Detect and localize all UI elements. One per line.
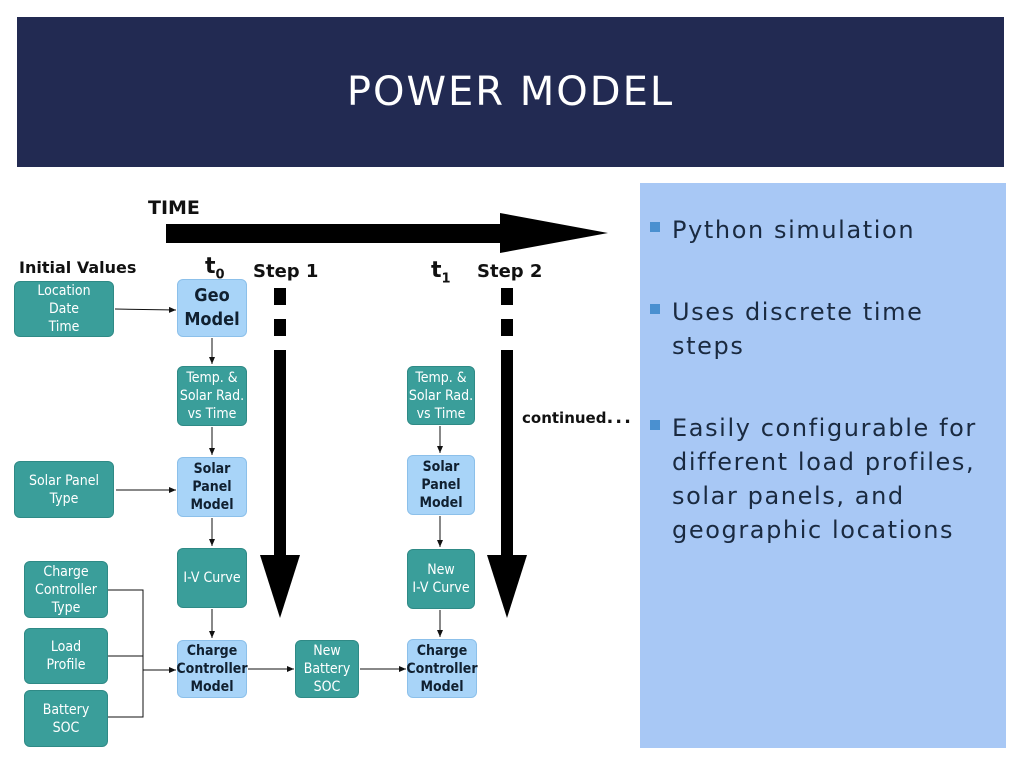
t1-subscript: 1 bbox=[441, 271, 451, 287]
slide-title: POWER MODEL bbox=[346, 69, 675, 115]
step1-label: Step 1 bbox=[253, 261, 319, 282]
square-bullet-icon bbox=[650, 304, 660, 314]
bullet-text: Python simulation bbox=[672, 216, 916, 244]
battery-soc-box: Battery SOC bbox=[24, 690, 108, 747]
continued-dots: ... bbox=[606, 407, 633, 428]
iv-curve-box: I-V Curve bbox=[177, 548, 247, 608]
new-battery-soc-box: New Battery SOC bbox=[295, 640, 359, 698]
square-bullet-icon bbox=[650, 222, 660, 232]
temp-solar-rad-box-2: Temp. & Solar Rad. vs Time bbox=[407, 366, 475, 425]
bullet-item: Uses discrete time steps bbox=[650, 295, 1002, 363]
initial-values-label: Initial Values bbox=[19, 258, 137, 277]
solar-panel-type-box: Solar Panel Type bbox=[14, 461, 114, 518]
bullet-item: Easily configurable for different load p… bbox=[650, 411, 1002, 547]
charge-controller-model-box-2: Charge Controller Model bbox=[406, 639, 478, 698]
step1-arrow bbox=[260, 288, 300, 618]
time-label: TIME bbox=[148, 197, 200, 219]
bullet-text: Uses discrete time steps bbox=[672, 298, 924, 360]
t0-subscript: 0 bbox=[215, 267, 225, 283]
connectors bbox=[108, 306, 443, 718]
charge-controller-model-box-1: Charge Controller Model bbox=[176, 640, 248, 698]
temp-solar-rad-box-1: Temp. & Solar Rad. vs Time bbox=[177, 366, 247, 426]
t0-label: t0 bbox=[205, 254, 225, 282]
bullets-panel: Python simulation Uses discrete time ste… bbox=[640, 183, 1006, 748]
new-iv-curve-box: New I-V Curve bbox=[407, 549, 475, 609]
bullet-item: Python simulation bbox=[650, 213, 1002, 247]
step2-arrow bbox=[487, 288, 527, 618]
load-profile-box: Load Profile bbox=[24, 628, 108, 684]
t1-main: t bbox=[431, 258, 442, 283]
bullet-text: Easily configurable for different load p… bbox=[672, 414, 977, 544]
time-arrow bbox=[166, 213, 608, 253]
title-banner: POWER MODEL bbox=[17, 17, 1004, 167]
solar-panel-model-box-2: Solar Panel Model bbox=[407, 455, 475, 515]
geo-model-box: Geo Model bbox=[177, 279, 247, 337]
step2-label: Step 2 bbox=[477, 261, 543, 282]
continued-label: continued... bbox=[522, 407, 633, 428]
connector-line bbox=[114, 306, 177, 313]
charge-controller-type-box: Charge Controller Type bbox=[24, 561, 108, 618]
connector-line bbox=[108, 589, 144, 718]
t0-main: t bbox=[205, 254, 216, 279]
location-date-time-box: Location Date Time bbox=[14, 281, 114, 337]
continued-text: continued bbox=[522, 409, 607, 427]
square-bullet-icon bbox=[650, 420, 660, 430]
solar-panel-model-box-1: Solar Panel Model bbox=[177, 457, 247, 517]
t1-label: t1 bbox=[431, 258, 451, 286]
